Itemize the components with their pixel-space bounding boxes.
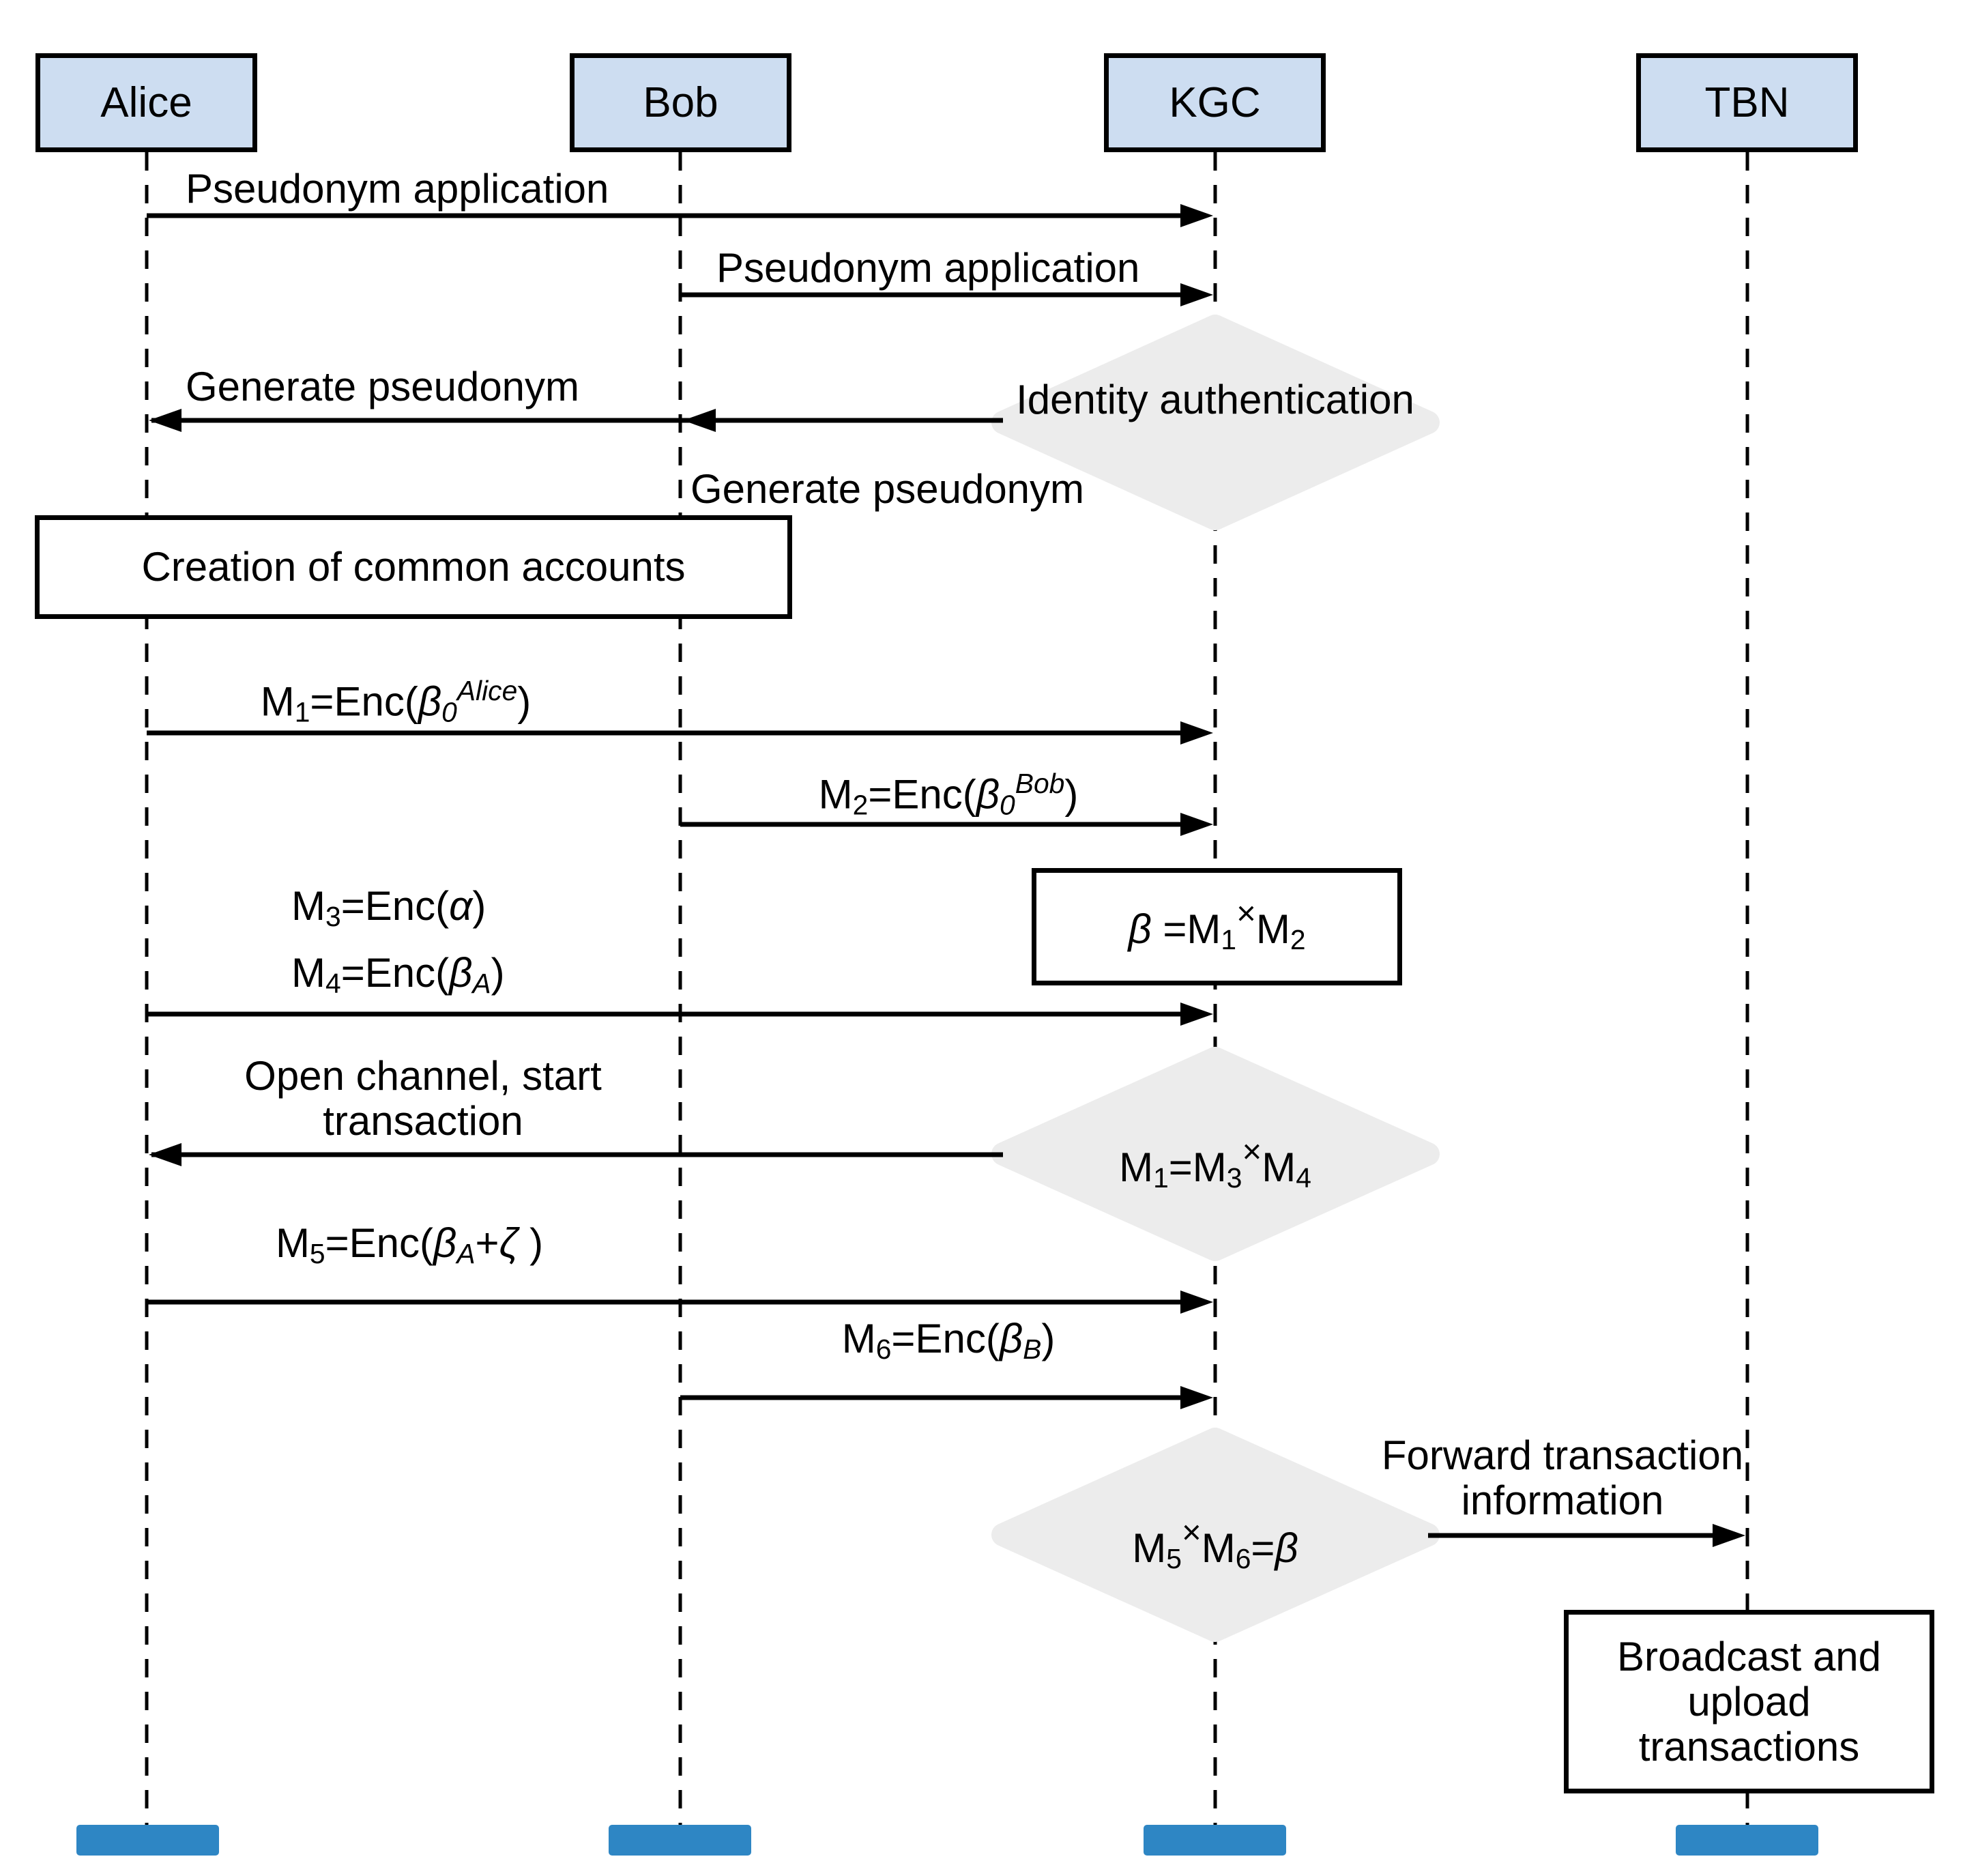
arrow-head-m5 bbox=[1180, 1290, 1213, 1314]
arrow-head-pseudonym-bob bbox=[1180, 283, 1213, 306]
identity-authentication-diamond bbox=[991, 315, 1440, 530]
msg-pseudonym-bob-label: Pseudonym application bbox=[716, 245, 1140, 291]
arrow-head-m6 bbox=[1180, 1386, 1213, 1409]
end-bar-alice bbox=[76, 1825, 219, 1856]
arrow-head-open-channel bbox=[149, 1143, 181, 1166]
arrow-head-forward bbox=[1713, 1524, 1745, 1547]
msg-m4-label: M4=Enc(βA) bbox=[291, 950, 505, 999]
check-m1-diamond bbox=[991, 1047, 1440, 1261]
actor-kgc: KGC bbox=[1104, 53, 1326, 152]
end-bar-bob bbox=[609, 1825, 751, 1856]
actor-alice: Alice bbox=[35, 53, 257, 152]
msg-forward-label: Forward transaction information bbox=[1381, 1432, 1744, 1523]
actor-kgc-label: KGC bbox=[1169, 79, 1261, 126]
note-broadcast: Broadcast and upload transactions bbox=[1564, 1610, 1934, 1793]
arrow-head-generate-bob bbox=[683, 409, 716, 432]
msg-pseudonym-alice-label: Pseudonym application bbox=[186, 166, 609, 212]
actor-bob: Bob bbox=[570, 53, 791, 152]
arrow-head-m3-m4 bbox=[1180, 1002, 1213, 1026]
arrow-head-generate-alice bbox=[149, 409, 181, 432]
msg-m5-label: M5=Enc(βA+ζ ) bbox=[275, 1220, 544, 1269]
end-bar-kgc bbox=[1144, 1825, 1286, 1856]
msg-open-channel-label: Open channel, start transaction bbox=[244, 1053, 602, 1144]
arrow-head-m1 bbox=[1180, 721, 1213, 745]
note-beta-equation: β =M1×M2 bbox=[1032, 868, 1402, 985]
arrow-head-pseudonym-alice bbox=[1180, 204, 1213, 227]
note-broadcast-label: Broadcast and upload transactions bbox=[1617, 1633, 1881, 1770]
actor-tbn: TBN bbox=[1636, 53, 1858, 152]
actor-tbn-label: TBN bbox=[1704, 79, 1790, 126]
actor-alice-label: Alice bbox=[100, 79, 192, 126]
identity-authentication-label: Identity authentication bbox=[1016, 377, 1414, 422]
end-bar-tbn bbox=[1676, 1825, 1818, 1856]
check-m1-label: M1=M3×M4 bbox=[1119, 1133, 1311, 1194]
arrow-head-m2 bbox=[1180, 813, 1213, 836]
msg-m3-label: M3=Enc(α) bbox=[291, 883, 486, 932]
msg-m2-label: M2=Enc(β0Bob) bbox=[818, 768, 1079, 821]
note-creation-label: Creation of common accounts bbox=[141, 544, 686, 590]
msg-m1-label: M1=Enc(β0Alice) bbox=[260, 675, 532, 728]
msg-generate-bob-label: Generate pseudonym bbox=[690, 466, 1085, 512]
beta-equation-label: β =M1×M2 bbox=[1128, 894, 1306, 955]
msg-m6-label: M6=Enc(βB) bbox=[841, 1316, 1056, 1365]
actor-bob-label: Bob bbox=[643, 79, 718, 126]
check-m5-label: M5×M6=β bbox=[1132, 1514, 1298, 1575]
msg-generate-alice-label: Generate pseudonym bbox=[186, 364, 580, 409]
note-creation-of-accounts: Creation of common accounts bbox=[35, 515, 792, 619]
